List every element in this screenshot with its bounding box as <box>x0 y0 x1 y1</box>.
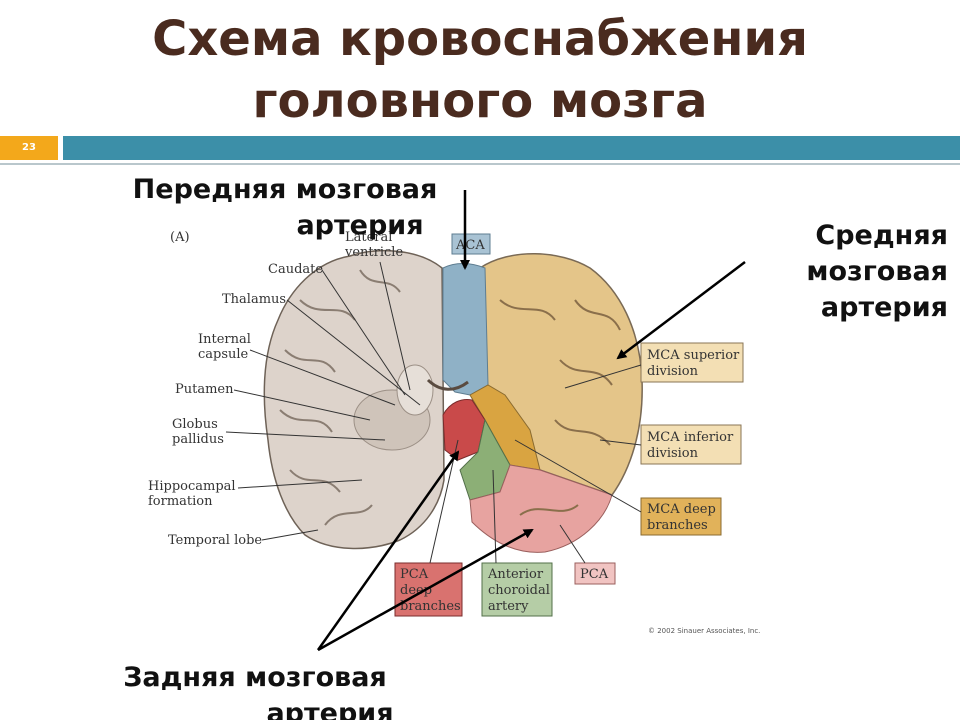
divider <box>0 163 960 165</box>
mca-inferior-label-2: division <box>647 446 699 461</box>
mca-deep-box <box>640 497 722 536</box>
pca-arrow-1 <box>316 450 460 651</box>
label-thalamus: Thalamus <box>222 292 286 307</box>
mca-inferior-box <box>640 424 742 465</box>
mca-superior-label-2: division <box>647 364 699 379</box>
title-line-2: головного мозга <box>252 73 708 129</box>
caption-pca-line-2: артерия <box>266 698 394 720</box>
anterior-choroidal-box <box>481 562 553 617</box>
pca-deep-territory <box>442 399 486 461</box>
caption-aca: Передняя мозговая артерия <box>100 172 470 244</box>
slide-number-bar <box>0 136 58 160</box>
label-internal-capsule-2: capsule <box>198 347 249 362</box>
slide-number: 23 <box>22 142 36 153</box>
caption-mca-line-1: Средняя <box>815 220 948 251</box>
panel-letter: (A) <box>170 230 190 245</box>
left-hemisphere <box>263 249 445 550</box>
pca-box <box>574 562 616 585</box>
aca-territory <box>442 263 489 396</box>
label-caudate: Caudate <box>268 262 323 277</box>
aca-box <box>451 233 491 255</box>
copyright: © 2002 Sinauer Associates, Inc. <box>648 627 760 635</box>
label-temporal-lobe: Temporal lobe <box>168 533 262 548</box>
aca-box-label: ACA <box>455 238 485 253</box>
label-lateral-ventricle-2: ventricle <box>344 245 403 260</box>
label-putamen: Putamen <box>175 382 234 397</box>
label-hippocampal-2: formation <box>148 494 213 509</box>
label-hippocampal-1: Hippocampal <box>148 479 236 494</box>
label-globus-pallidus-1: Globus <box>172 417 218 432</box>
caption-pca: Задняя мозговая артерия <box>95 660 415 720</box>
label-internal-capsule-1: Internal <box>198 332 251 347</box>
pca-deep-label-1: PCA <box>400 567 429 582</box>
caption-mca: Средняя мозговая артерия <box>770 218 960 326</box>
header-accent-bar <box>63 136 960 160</box>
mca-inferior-label-1: MCA inferior <box>647 430 734 445</box>
anterior-choroidal-label-1: Anterior <box>487 567 544 582</box>
caption-aca-line-2: артерия <box>296 210 424 241</box>
anterior-choroidal-label-2: choroidal <box>488 583 550 598</box>
mca-deep-label-2: branches <box>647 518 708 533</box>
title-line-1: Схема кровоснабжения <box>152 11 808 67</box>
mca-superior-box <box>640 342 744 383</box>
pca-arrow-2 <box>317 528 534 652</box>
pca-box-label: PCA <box>580 567 609 582</box>
pca-deep-label-3: branches <box>400 599 461 614</box>
mca-deep-label-1: MCA deep <box>647 502 716 517</box>
pca-deep-box <box>394 562 463 617</box>
caption-mca-line-2: мозговая <box>806 256 948 287</box>
mca-superior-label-1: MCA superior <box>647 348 740 363</box>
label-globus-pallidus-2: pallidus <box>172 432 224 447</box>
caption-mca-line-3: артерия <box>820 292 948 323</box>
pca-deep-label-2: deep <box>400 583 432 598</box>
slide-title: Схема кровоснабжения головного мозга <box>0 8 960 132</box>
mca-arrow <box>616 261 746 360</box>
caption-aca-line-1: Передняя мозговая <box>132 174 438 205</box>
label-lateral-ventricle-1: Lateral <box>345 230 392 245</box>
anterior-choroidal-label-3: artery <box>488 599 529 614</box>
caption-pca-line-1: Задняя мозговая <box>123 662 387 693</box>
